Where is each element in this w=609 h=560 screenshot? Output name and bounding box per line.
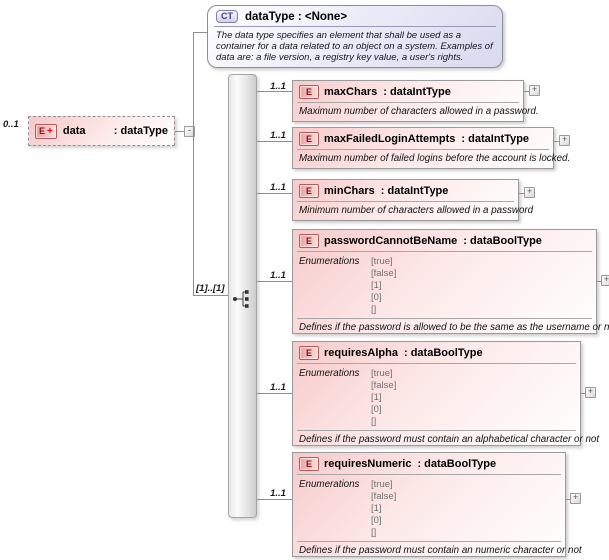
element-icon: E: [299, 456, 320, 471]
element-name: requiresAlpha: [324, 346, 398, 359]
element-annotation: Maximum number of characters allowed in …: [299, 106, 539, 117]
enumerations-label: Enumerations: [299, 256, 360, 267]
occurrence-label: 1..1: [270, 488, 286, 499]
element-header: E maxChars : dataIntType: [293, 81, 523, 102]
connector-line: [193, 295, 228, 296]
element-name: passwordCannotBeName: [324, 234, 458, 247]
root-occurrence-label: 0..1: [3, 119, 19, 130]
sequence-icon[interactable]: [231, 288, 253, 315]
element-header: E maxFailedLoginAttempts : dataIntType: [293, 128, 553, 149]
connector-line: [257, 393, 292, 394]
connector-line: [257, 281, 292, 282]
enumeration-values: [true] [false] [1] [0] []: [371, 256, 397, 315]
element-annotation: Defines if the password is allowed to be…: [299, 322, 609, 333]
connector-line: [193, 32, 207, 33]
element-header: E requiresNumeric : dataBoolType: [293, 453, 565, 474]
root-element-type: : dataType: [113, 125, 168, 137]
element-box-requiresNumeric[interactable]: E requiresNumeric : dataBoolType Enumera…: [292, 452, 582, 557]
enumeration-values: [true] [false] [1] [0] []: [371, 368, 397, 427]
divider: [297, 251, 592, 252]
connector-line: [257, 499, 292, 500]
element-type: : dataIntType: [461, 132, 530, 145]
expand-button[interactable]: +: [524, 187, 535, 198]
enumerations-section: Enumerations [true] [false] [1] [0] []: [293, 475, 565, 541]
element-plus-icon: E+: [35, 123, 57, 139]
plus-icon: +: [47, 125, 53, 137]
element-name: maxChars: [324, 85, 378, 98]
expand-button[interactable]: +: [529, 85, 540, 96]
element-box-maxFailedLoginAttempts[interactable]: E maxFailedLoginAttempts : dataIntType M…: [292, 127, 571, 169]
divider: [297, 201, 514, 202]
enumeration-values: [true] [false] [1] [0] []: [371, 479, 397, 538]
complex-type-header: CT dataType : <None>: [208, 6, 502, 25]
connector-line: [554, 141, 559, 142]
connector-line: [581, 393, 585, 394]
divider: [297, 474, 561, 475]
element-annotation: Defines if the password must contain an …: [299, 434, 600, 445]
element-type: : dataBoolType: [417, 457, 497, 470]
connector-line: [566, 499, 570, 500]
occurrence-label: 1..1: [270, 81, 286, 92]
element-header: E minChars : dataIntType: [293, 180, 518, 201]
element-box-maxChars[interactable]: E maxChars : dataIntType Maximum number …: [292, 80, 539, 122]
element-icon: E: [299, 345, 320, 360]
element-type: : dataIntType: [380, 184, 449, 197]
expand-button[interactable]: +: [585, 387, 596, 398]
enumerations-label: Enumerations: [299, 479, 360, 490]
element-box-passwordCannotBeName[interactable]: E passwordCannotBeName : dataBoolType En…: [292, 229, 609, 334]
complex-type-title: dataType : <None>: [245, 10, 348, 23]
expand-button[interactable]: +: [559, 135, 570, 146]
element-name: minChars: [324, 184, 375, 197]
divider: [297, 363, 576, 364]
occurrence-label: 1..1: [270, 130, 286, 141]
root-element-name: data: [62, 125, 86, 137]
element-header: E passwordCannotBeName : dataBoolType: [293, 230, 596, 251]
element-icon: E: [299, 84, 320, 99]
element-box-minChars[interactable]: E minChars : dataIntType Minimum number …: [292, 179, 534, 221]
divider: [297, 430, 576, 431]
element-name: maxFailedLoginAttempts: [324, 132, 456, 145]
element-annotation: Maximum number of failed logins before t…: [299, 153, 571, 164]
complex-type-icon: CT: [216, 10, 238, 23]
connector-line: [193, 32, 194, 295]
divider: [297, 318, 592, 319]
enumerations-label: Enumerations: [299, 368, 360, 379]
divider: [297, 102, 519, 103]
enumerations-section: Enumerations [true] [false] [1] [0] []: [293, 252, 596, 318]
occurrence-label: 1..1: [270, 182, 286, 193]
element-icon: E: [299, 233, 320, 248]
connector-line: [257, 141, 292, 142]
connector-line: [257, 193, 292, 194]
occurrence-label: 1..1: [270, 270, 286, 281]
occurrence-label: 1..1: [270, 382, 286, 393]
element-icon: E: [299, 183, 320, 198]
connector-line: [175, 131, 184, 132]
connector-line: [597, 281, 601, 282]
element-type: : dataIntType: [383, 85, 451, 98]
element-header: E requiresAlpha : dataBoolType: [293, 342, 580, 363]
connector-line: [257, 91, 292, 92]
divider: [297, 541, 561, 542]
element-annotation: Defines if the password must contain an …: [299, 545, 582, 556]
element-icon: E: [299, 131, 320, 146]
sequence-bar[interactable]: [228, 74, 257, 518]
connector-line: [519, 193, 524, 194]
element-box-requiresAlpha[interactable]: E requiresAlpha : dataBoolType Enumerati…: [292, 341, 600, 446]
element-type: : dataBoolType: [463, 234, 542, 247]
collapse-button[interactable]: -: [184, 126, 195, 137]
expand-button[interactable]: +: [570, 493, 581, 504]
element-type: : dataBoolType: [403, 346, 483, 359]
complex-type-description: The data type specifies an element that …: [214, 26, 496, 63]
enumerations-section: Enumerations [true] [false] [1] [0] []: [293, 364, 580, 430]
divider: [297, 149, 549, 150]
element-name: requiresNumeric: [324, 457, 412, 470]
element-annotation: Minimum number of characters allowed in …: [299, 205, 534, 216]
root-element-box[interactable]: E+ data : dataType: [28, 116, 175, 146]
connector-line: [524, 91, 529, 92]
expand-button[interactable]: +: [601, 275, 609, 286]
model-group-occurrence-label: [1]..[1]: [196, 283, 225, 294]
complex-type-box[interactable]: CT dataType : <None> The data type speci…: [207, 5, 503, 68]
